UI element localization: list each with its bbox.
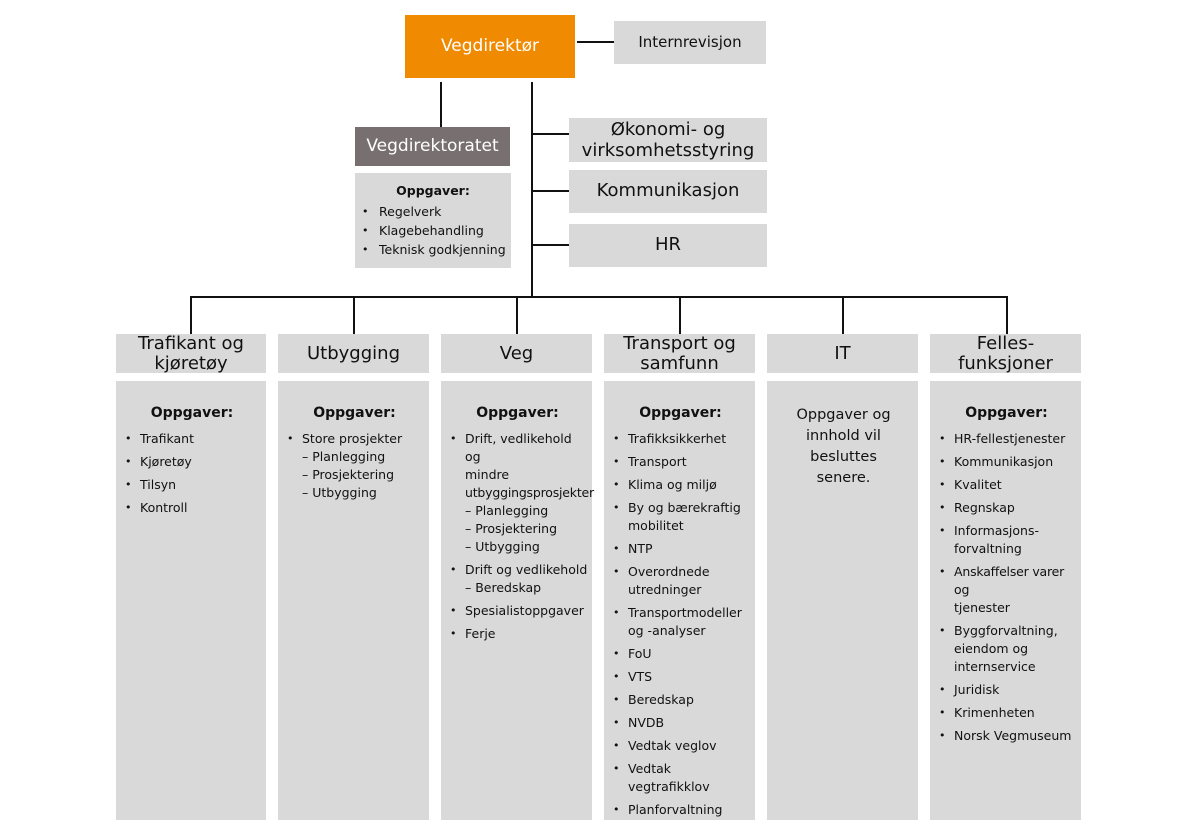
division-title-line: Veg: [499, 342, 534, 364]
director-label: Vegdirektør: [440, 35, 540, 56]
connector-division-3: [516, 296, 518, 334]
list-item: Ferje: [447, 625, 588, 643]
list-item: By og bærekraftig mobilitet: [610, 499, 751, 535]
directorate-tasks-list: Regelverk Klagebehandling Teknisk godkje…: [359, 203, 507, 259]
connector-divisions-bar: [190, 296, 1008, 298]
connector-director-audit: [577, 41, 614, 43]
division-shared-functions-panel: Oppgaver: HR-fellestjenester Kommunikasj…: [930, 381, 1081, 820]
list-item: Vedtak veglov: [610, 737, 751, 755]
tasks-list: Store prosjekter – Planlegging – Prosjek…: [284, 430, 425, 502]
list-item: Klima og miljø: [610, 476, 751, 494]
director-box: Vegdirektør: [405, 15, 575, 78]
list-item: Krimenheten: [936, 704, 1077, 722]
division-title-line: IT: [834, 342, 851, 364]
list-item: Drift og vedlikehold – Beredskap: [447, 561, 588, 597]
division-title-line: kjøretøy: [154, 352, 228, 374]
division-it-panel: Oppgaver og innhold vil besluttes senere…: [767, 381, 918, 820]
division-construction-header: Utbygging: [278, 334, 429, 373]
division-transport-society-header: Transport og samfunn: [604, 332, 755, 374]
list-item: Transport: [610, 453, 751, 471]
it-note: Oppgaver og innhold vil besluttes senere…: [796, 407, 891, 486]
staff-economy-box: Økonomi- og virksomhetsstyring: [569, 118, 767, 162]
division-shared-functions-header: Felles- funksjoner: [930, 332, 1081, 374]
connector-division-2: [353, 296, 355, 334]
connector-staff-communication: [533, 190, 569, 192]
division-title-line: Transport og: [623, 332, 736, 354]
division-road-panel: Oppgaver: Drift, vedlikehold og mindre u…: [441, 381, 594, 820]
connector-staff-economy: [533, 133, 569, 135]
division-transport-society-panel: Oppgaver: Trafikksikkerhet Transport Kli…: [604, 381, 755, 820]
staff-communication-box: Kommunikasjon: [569, 170, 767, 213]
directorate-tasks-heading: Oppgaver:: [396, 183, 470, 198]
list-item: Trafikksikkerhet: [610, 430, 751, 448]
division-title-line: Utbygging: [307, 342, 400, 364]
list-item: VTS: [610, 668, 751, 686]
list-item: Beredskap: [610, 691, 751, 709]
list-item: Juridisk: [936, 681, 1077, 699]
division-title-line: Trafikant og: [138, 332, 244, 354]
connector-division-4: [679, 296, 681, 334]
list-item: Tilsyn: [122, 476, 262, 494]
tasks-heading: Oppgaver:: [965, 405, 1048, 421]
tasks-heading: Oppgaver:: [639, 405, 722, 421]
list-item: Kjøretøy: [122, 453, 262, 471]
division-title-line: samfunn: [640, 352, 719, 374]
list-item: Store prosjekter – Planlegging – Prosjek…: [284, 430, 425, 502]
tasks-heading: Oppgaver:: [150, 405, 234, 421]
list-item: Regnskap: [936, 499, 1077, 517]
list-item: Informasjons- forvaltning: [936, 522, 1077, 558]
list-item: Transportmodeller og -analyser: [610, 604, 751, 640]
list-item: Klagebehandling: [359, 222, 507, 240]
connector-division-5: [842, 296, 844, 334]
tasks-list: HR-fellestjenester Kommunikasjon Kvalite…: [936, 430, 1077, 745]
list-item: Spesialistoppgaver: [447, 602, 588, 620]
division-construction-panel: Oppgaver: Store prosjekter – Planlegging…: [278, 381, 429, 820]
connector-staff-hr: [533, 244, 569, 246]
internal-audit-label: Internrevisjon: [638, 32, 742, 51]
division-title-line: Felles-: [976, 332, 1035, 354]
list-item: Byggforvaltning, eiendom og internservic…: [936, 622, 1077, 676]
directorate-box: Vegdirektoratet: [355, 127, 510, 166]
staff-economy-line-2: virksomhetsstyring: [581, 140, 755, 161]
list-item: Planforvaltning: [610, 801, 751, 819]
list-item: NVDB: [610, 714, 751, 732]
list-item: Norsk Vegmuseum: [936, 727, 1077, 745]
tasks-list: Trafikksikkerhet Transport Klima og milj…: [610, 430, 751, 819]
directorate-tasks-panel: Oppgaver: Regelverk Klagebehandling Tekn…: [355, 173, 511, 268]
list-item: Regelverk: [359, 203, 507, 221]
division-it-header: IT: [767, 334, 918, 373]
tasks-list: Drift, vedlikehold og mindre utbyggingsp…: [447, 430, 594, 643]
division-title-line: funksjoner: [958, 352, 1053, 374]
list-item: Drift, vedlikehold og mindre utbyggingsp…: [447, 430, 594, 556]
internal-audit-box: Internrevisjon: [614, 21, 766, 64]
list-item: Kvalitet: [936, 476, 1077, 494]
list-item: Vedtak vegtrafikklov: [610, 760, 751, 796]
connector-main-trunk: [531, 82, 533, 296]
tasks-list: Trafikant Kjøretøy Tilsyn Kontroll: [122, 430, 262, 517]
directorate-label: Vegdirektoratet: [366, 135, 499, 156]
list-item: Teknisk godkjenning: [359, 241, 507, 259]
list-item: Anskaffelser varer og tjenester: [936, 563, 1077, 617]
tasks-heading: Oppgaver:: [313, 405, 396, 421]
connector-division-1: [190, 296, 192, 334]
tasks-heading: Oppgaver:: [476, 405, 559, 421]
list-item: Kommunikasjon: [936, 453, 1077, 471]
list-item: FoU: [610, 645, 751, 663]
staff-economy-line-1: Økonomi- og: [610, 119, 726, 140]
staff-hr-box: HR: [569, 224, 767, 267]
list-item: Trafikant: [122, 430, 262, 448]
list-item: Overordnede utredninger: [610, 563, 751, 599]
division-traffic-vehicle-header: Trafikant og kjøretøy: [116, 332, 266, 374]
list-item: NTP: [610, 540, 751, 558]
connector-director-directorate: [440, 82, 442, 127]
division-road-header: Veg: [441, 334, 592, 373]
list-item: HR-fellestjenester: [936, 430, 1077, 448]
staff-communication-label: Kommunikasjon: [596, 180, 740, 202]
connector-division-6: [1006, 296, 1008, 334]
division-traffic-vehicle-panel: Oppgaver: Trafikant Kjøretøy Tilsyn Kont…: [116, 381, 266, 820]
staff-hr-label: HR: [654, 234, 682, 256]
list-item: Kontroll: [122, 499, 262, 517]
